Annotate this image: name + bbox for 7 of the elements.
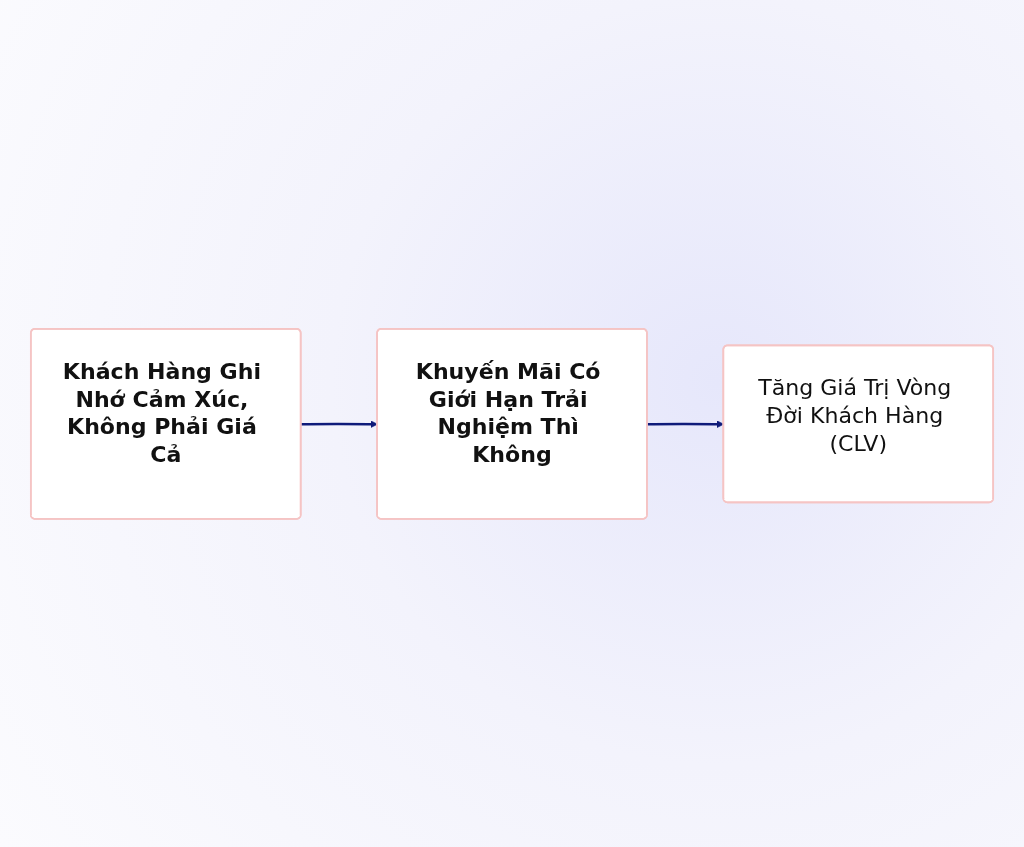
arrow	[301, 420, 378, 428]
card-text: Khuyến Mãi Có Giới Hạn Trải Nghiệm Thì Không	[414, 357, 602, 468]
text-card	[376, 327, 648, 520]
card-text: Tăng Giá Trị Vòng Đời Khách Hàng (CLV)	[757, 373, 953, 457]
text-card	[722, 344, 994, 503]
text-card	[29, 327, 302, 520]
card-text: Khách Hàng Ghi Nhớ Cảm Xúc, Không Phải Giá Cả	[61, 357, 262, 468]
